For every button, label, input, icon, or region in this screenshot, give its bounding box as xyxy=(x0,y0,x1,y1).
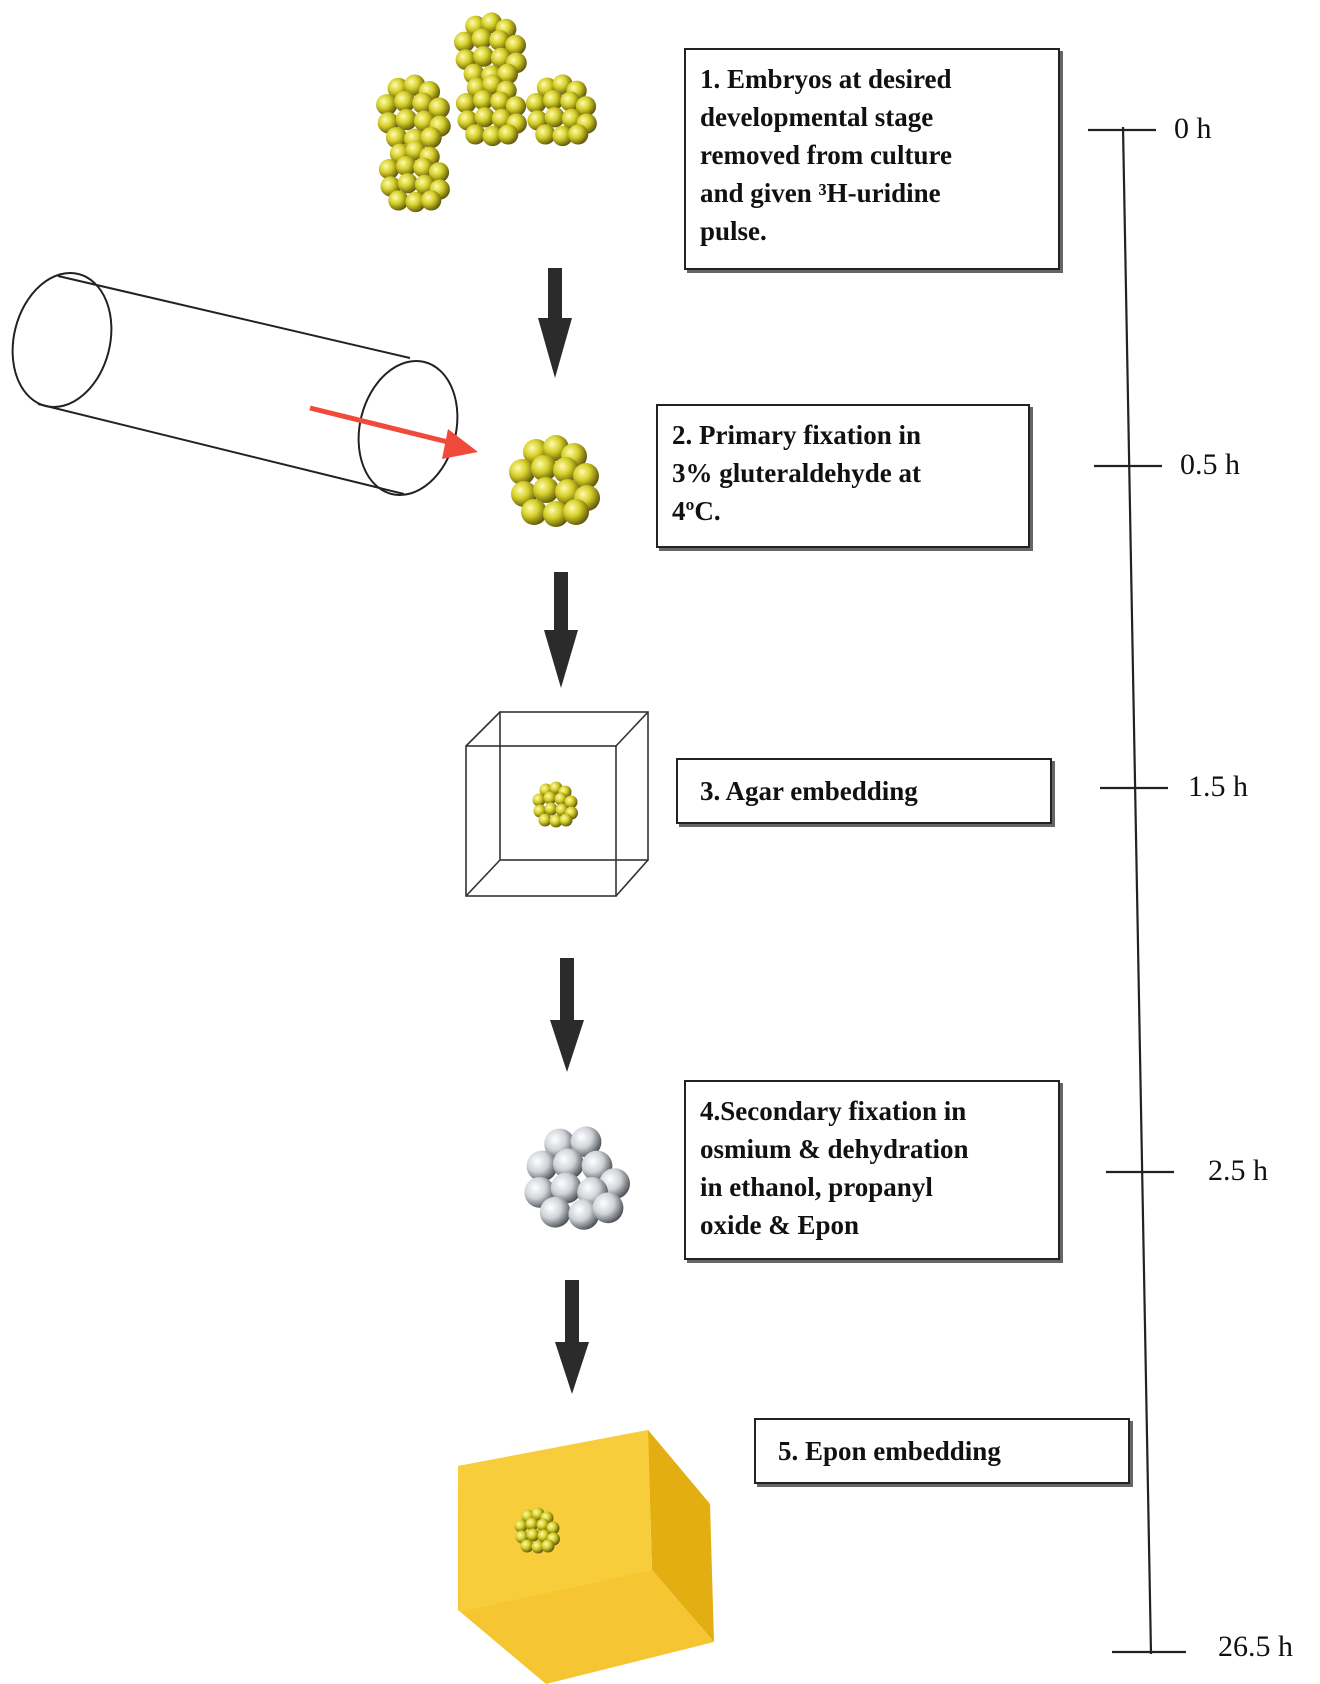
step-1-line-1: 1. Embryos at desired xyxy=(700,64,952,94)
step-5-box: 5. Epon embedding xyxy=(754,1418,1130,1484)
red-arrow-icon xyxy=(309,405,478,459)
step-3-box: 3. Agar embedding xyxy=(676,758,1052,824)
step-4-line-4: oxide & Epon xyxy=(700,1210,860,1240)
flow-arrow-4 xyxy=(555,1280,589,1394)
step-4-line-3: in ethanol, propanyl xyxy=(700,1172,933,1202)
step-1-line-2: developmental stage xyxy=(700,102,934,132)
flow-arrow-2 xyxy=(544,572,578,688)
embryo-group-icon xyxy=(376,12,597,213)
flow-arrow-1 xyxy=(538,268,572,378)
step-2-box: 2. Primary fixation in 3% gluteraldehyde… xyxy=(656,404,1030,548)
step-4-line-2: osmium & dehydration xyxy=(700,1134,969,1164)
step-2-line-2: 3% gluteraldehyde at xyxy=(672,458,921,488)
epon-block-icon xyxy=(458,1430,714,1684)
flow-arrow-3 xyxy=(550,958,584,1072)
step-5-line-1: 5. Epon embedding xyxy=(778,1436,1001,1466)
timeline-label-1.5h: 1.5 h xyxy=(1188,770,1248,803)
osmium-embryo-icon xyxy=(524,1126,630,1230)
agar-cube-icon xyxy=(465,711,649,897)
step-1-box: 1. Embryos at desired developmental stag… xyxy=(684,48,1060,270)
step-4-box: 4.Secondary fixation in osmium & dehydra… xyxy=(684,1080,1060,1260)
step-1-line-3: removed from culture xyxy=(700,140,952,170)
step-4-line-1: 4.Secondary fixation in xyxy=(700,1096,967,1126)
step-2-line-3: 4ºC. xyxy=(672,496,721,526)
embryo-icon-agar xyxy=(532,781,578,828)
step-3-line-1: 3. Agar embedding xyxy=(700,776,918,806)
timeline-label-0.5h: 0.5 h xyxy=(1180,448,1240,481)
step-1-line-4: and given ³H-uridine xyxy=(700,178,941,208)
timeline-axis xyxy=(1121,126,1153,1655)
timeline-label-26.5h: 26.5 h xyxy=(1218,1630,1293,1663)
timeline-label-0h: 0 h xyxy=(1174,112,1212,145)
fixation-tube-icon xyxy=(11,272,459,496)
step-1-line-5: pulse. xyxy=(700,216,767,246)
timeline-label-2.5h: 2.5 h xyxy=(1208,1154,1268,1187)
timeline xyxy=(1088,126,1186,1655)
step-2-line-1: 2. Primary fixation in xyxy=(672,420,921,450)
embryo-icon-fixation xyxy=(509,435,600,527)
